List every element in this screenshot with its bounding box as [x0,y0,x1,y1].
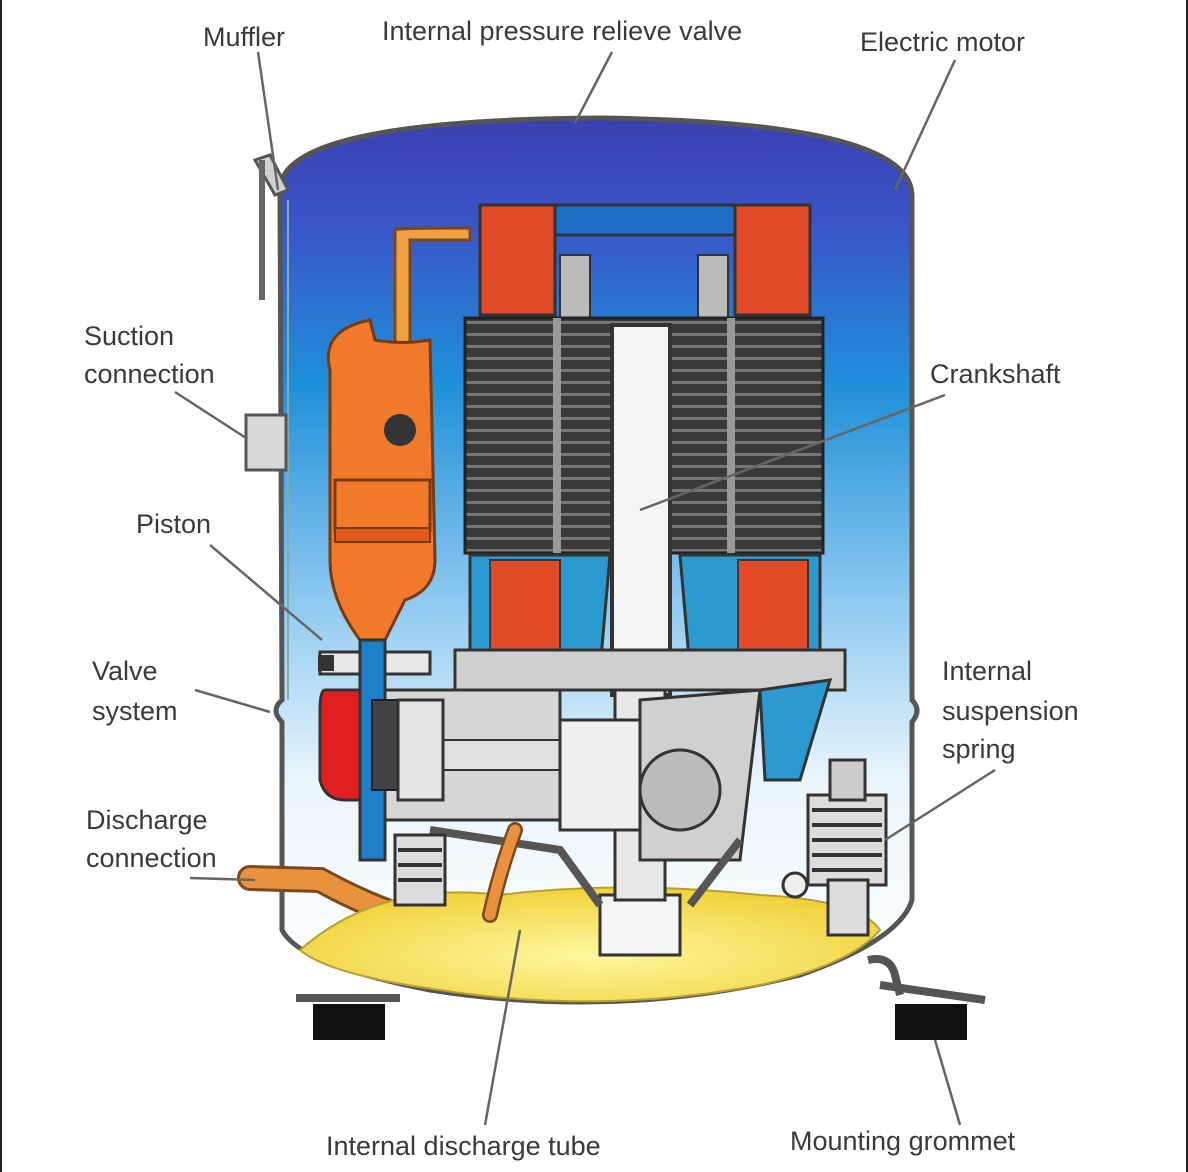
leader-electric-motor [893,59,957,191]
label-suction-line1: Suction [84,321,174,351]
leader-lines [174,51,996,1126]
suction-connection-port [244,413,288,472]
label-valve-line1: Valve [92,656,158,686]
label-discharge-line2: connection [86,843,217,873]
leader-muffler [256,51,280,191]
label-valve-line2: system [92,696,178,726]
leader-suspension [884,768,996,842]
mounting-grommet-right [895,1004,967,1040]
leader-crankshaft [639,393,946,512]
label-suspension-line3: spring [942,734,1016,764]
leader-valve-system [194,688,271,714]
leader-discharge [189,876,256,882]
label-suspension-line1: Internal [942,656,1032,686]
valve-system [318,638,445,862]
leader-pressure-valve [573,51,614,124]
suspension-spring [393,758,888,937]
labels: Muffler Internal pressure relieve valve … [84,16,1079,1161]
label-electric-motor: Electric motor [860,27,1025,57]
label-pressure-valve: Internal pressure relieve valve [382,16,742,46]
label-discharge-tube: Internal discharge tube [326,1131,601,1161]
mounting-grommet-left [313,1004,385,1040]
crankcase [378,648,847,908]
electric-motor [463,203,825,672]
base-plate [296,955,986,1004]
leader-piston [209,544,323,641]
oil-sump [298,886,882,1003]
label-muffler: Muffler [203,22,285,52]
suction-muffler [326,226,472,642]
label-discharge-line1: Discharge [86,805,208,835]
label-suction-line2: connection [84,359,215,389]
label-crankshaft: Crankshaft [930,359,1061,389]
label-piston: Piston [136,509,211,539]
leader-grommet [933,1039,962,1126]
label-suspension-line2: suspension [942,696,1079,726]
leader-suction [174,390,247,440]
label-grommet: Mounting grommet [790,1126,1016,1156]
leader-discharge-tube [483,929,522,1126]
